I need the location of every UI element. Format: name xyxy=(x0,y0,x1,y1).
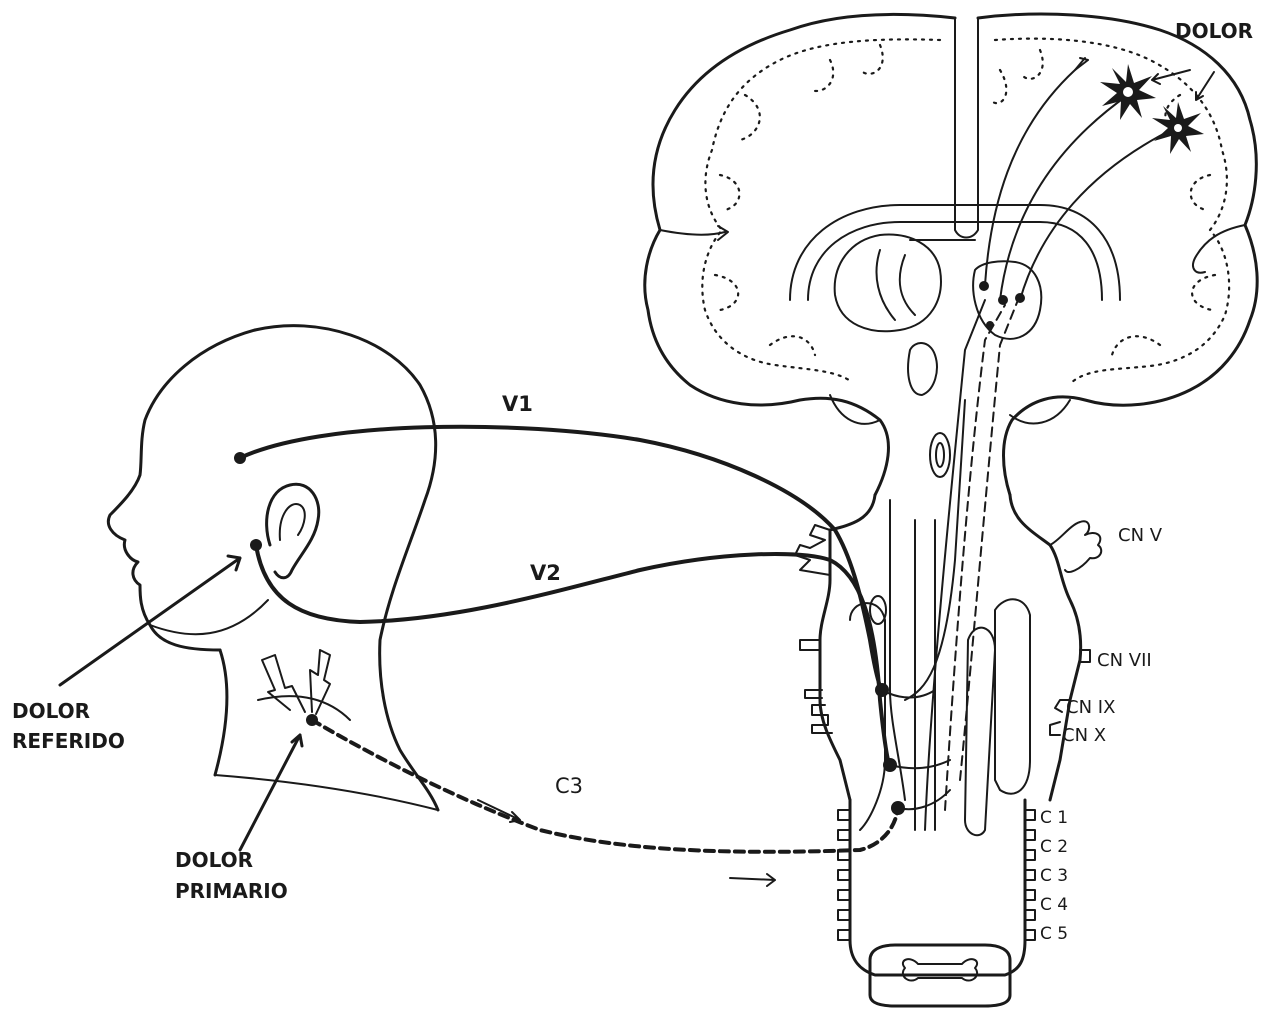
thalamic-neuron-2 xyxy=(998,295,1008,305)
nerve-stubs-lower-left xyxy=(800,640,832,733)
head-outline xyxy=(255,326,438,810)
olive-left xyxy=(965,628,995,836)
thalamocortical-fiber-1 xyxy=(985,58,1085,285)
label-cn-x: CN X xyxy=(1062,725,1106,746)
afferent-nerves xyxy=(234,427,898,886)
pain-arrows-top xyxy=(1152,70,1214,100)
small-nucleus xyxy=(870,596,886,624)
thalamic-neuron-4 xyxy=(986,321,994,329)
brainstem-outline-right xyxy=(1010,495,1081,800)
cn-x-root xyxy=(1050,722,1060,735)
ascending-pathways xyxy=(875,58,1214,830)
cortex-dotted-left xyxy=(702,39,940,382)
pain-star-lower xyxy=(1152,102,1204,154)
thalamocortical-fiber-2 xyxy=(1000,95,1128,300)
label-c2: C 2 xyxy=(1040,837,1068,857)
arrow-dolor-referido xyxy=(60,556,240,685)
label-dolor-referido-1: DOLOR xyxy=(12,699,90,723)
label-v2: V2 xyxy=(530,561,561,585)
label-c4: C 4 xyxy=(1040,895,1068,915)
neck-front xyxy=(215,650,227,775)
spinal-roots-left xyxy=(838,810,850,940)
medullary-pyramid-mid xyxy=(915,520,935,830)
medullary-pyramid-left xyxy=(890,500,905,800)
left-hemisphere-outline xyxy=(645,14,955,495)
label-c3: C3 xyxy=(555,774,583,798)
nerve-v1 xyxy=(240,427,882,690)
nerve-c3 xyxy=(312,720,898,852)
cerebral-aqueduct xyxy=(930,433,950,477)
pain-star-upper xyxy=(1100,64,1156,120)
cortex-fiber-end xyxy=(1075,58,1088,70)
face-profile xyxy=(108,330,255,650)
v2-terminal-dot xyxy=(250,539,262,551)
gray-matter-butterfly xyxy=(903,959,977,980)
label-c3-level: C 3 xyxy=(1040,866,1068,886)
olive-right xyxy=(995,599,1030,793)
c3-terminal-dot xyxy=(306,714,318,726)
label-dolor-primario-2: PRIMARIO xyxy=(175,879,288,903)
thalamic-neuron-1 xyxy=(979,281,989,291)
arrow-dolor-primario xyxy=(240,735,302,850)
ear xyxy=(267,484,319,578)
nerve-v2 xyxy=(256,545,890,765)
lateral-sulcus-right xyxy=(1193,225,1245,273)
label-dolor-referido-2: REFERIDO xyxy=(12,729,125,753)
labels: DOLOR V1 V2 C3 CN V CN VII CN IX CN X C … xyxy=(12,19,1253,944)
brainstem-outline-left xyxy=(820,495,875,800)
brain xyxy=(645,14,1257,495)
label-cn-v: CN V xyxy=(1118,525,1163,546)
thalamus-left xyxy=(835,235,941,332)
label-arrows xyxy=(60,556,302,850)
jaw-line xyxy=(150,600,268,634)
cerebral-aqueduct-inner xyxy=(936,443,944,467)
thalamic-neuron-3 xyxy=(1015,293,1025,303)
spinal-entry-arrow xyxy=(730,874,775,886)
lateral-sulcus-left xyxy=(660,226,728,240)
label-cn-vii: CN VII xyxy=(1097,650,1152,671)
third-ventricle xyxy=(908,343,937,395)
label-dolor-primario-1: DOLOR xyxy=(175,848,253,872)
ear-inner xyxy=(280,504,305,540)
thalamocortical-fiber-3 xyxy=(1020,128,1175,300)
head-profile xyxy=(108,326,438,810)
v1-terminal-dot xyxy=(234,452,246,464)
label-c5: C 5 xyxy=(1040,924,1068,944)
label-v1: V1 xyxy=(502,392,533,416)
label-dolor-top: DOLOR xyxy=(1175,19,1253,43)
collarbone xyxy=(215,775,438,810)
nerve-stub-cn-v-left xyxy=(795,525,830,575)
label-c1: C 1 xyxy=(1040,808,1068,828)
tract-line-c xyxy=(960,300,1018,780)
label-cn-ix: CN IX xyxy=(1066,697,1115,718)
cervical-pain-zigzag-left xyxy=(262,655,305,712)
